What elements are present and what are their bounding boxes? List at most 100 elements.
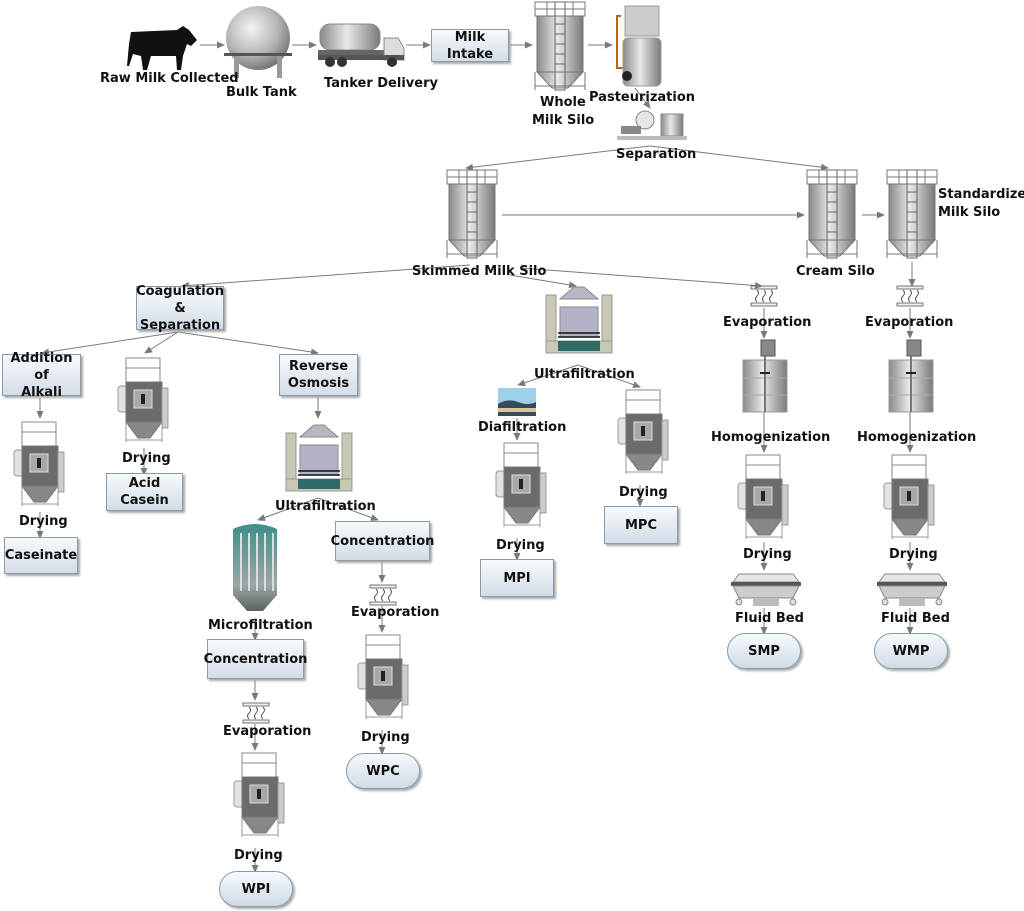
box-acid-casein[interactable]: Acid Casein <box>106 473 183 511</box>
box-label: Concentration <box>330 533 435 549</box>
evaporator-icon <box>750 285 778 307</box>
whole-milk-silo-icon <box>534 1 586 91</box>
product-wmp[interactable]: WMP <box>874 633 948 669</box>
arrow <box>465 145 651 171</box>
label-whole-milk-silo-line2: Milk Silo <box>532 113 595 128</box>
diafiltration-icon <box>498 388 536 416</box>
tanker-truck-icon <box>318 23 405 67</box>
label-evaporation: Evaporation <box>351 605 440 620</box>
arrow <box>317 497 379 521</box>
label-separation: Separation <box>616 147 697 162</box>
arrow <box>634 87 651 109</box>
label-drying: Drying <box>361 730 410 745</box>
label-homogenization: Homogenization <box>857 430 977 445</box>
bulk-tank-icon <box>224 6 292 78</box>
label-drying: Drying <box>496 538 545 553</box>
box-concentration[interactable]: Concentration <box>331 521 434 561</box>
box-label: Coagulation <box>136 283 224 299</box>
label-fluid-bed: Fluid Bed <box>735 611 804 626</box>
label-drying: Drying <box>234 848 283 863</box>
label-drying: Drying <box>619 485 668 500</box>
label-diafiltration: Diafiltration <box>478 420 567 435</box>
fluid-bed-icon <box>876 573 948 607</box>
box-caseinate[interactable]: Caseinate <box>4 537 78 574</box>
box-label: Concentration <box>203 651 308 667</box>
label-tanker-delivery: Tanker Delivery <box>324 76 438 91</box>
homogenizer-icon <box>888 339 934 413</box>
product-wpc[interactable]: WPC <box>346 753 420 789</box>
label-skimmed-milk-silo: Skimmed Milk Silo <box>412 264 547 279</box>
fluid-bed-icon <box>730 573 802 607</box>
homogenizer-icon <box>742 339 788 413</box>
pasteurizer-icon <box>616 5 662 87</box>
box-reverse-osmosis[interactable]: Reverse Osmosis <box>279 354 358 396</box>
label-drying: Drying <box>743 547 792 562</box>
dryer-icon <box>13 421 65 507</box>
label-homogenization: Homogenization <box>711 430 831 445</box>
ultrafiltration-icon <box>285 424 353 492</box>
product-label: WPC <box>366 763 400 779</box>
box-label: Acid Casein <box>120 476 169 508</box>
arrow <box>509 274 577 289</box>
evaporator-icon <box>896 285 924 307</box>
label-bulk-tank: Bulk Tank <box>226 85 297 100</box>
product-smp[interactable]: SMP <box>727 633 801 669</box>
box-label: Reverse <box>288 359 349 374</box>
product-wpi[interactable]: WPI <box>219 871 293 907</box>
label-fluid-bed: Fluid Bed <box>881 611 950 626</box>
product-label: WPI <box>241 881 271 897</box>
box-addition-of-alkali[interactable]: Addition of Alkali <box>2 351 81 400</box>
cream-silo-icon <box>806 169 858 259</box>
cow-icon <box>127 26 197 70</box>
dryer-icon <box>617 389 669 475</box>
label-evaporation: Evaporation <box>723 315 812 330</box>
label-cream-silo: Cream Silo <box>796 264 875 279</box>
label-raw-milk-collected: Raw Milk Collected <box>100 71 239 86</box>
arrow <box>177 331 319 356</box>
label-whole-milk-silo-line1: Whole <box>540 95 586 110</box>
arrow <box>577 364 641 388</box>
label-standardized-line1: Standardized <box>938 187 1024 202</box>
evaporator-icon <box>242 702 270 724</box>
arrow <box>649 145 829 171</box>
box-label: Milk Intake <box>446 29 494 62</box>
box-label: & Separation <box>139 300 221 333</box>
dryer-icon <box>883 454 935 540</box>
box-concentration[interactable]: Concentration <box>204 639 307 679</box>
label-microfiltration: Microfiltration <box>208 618 313 633</box>
label-drying: Drying <box>122 451 171 466</box>
arrow <box>519 267 763 289</box>
box-mpi[interactable]: MPI <box>480 559 554 597</box>
dryer-icon <box>737 454 789 540</box>
arrow <box>257 497 319 521</box>
label-ultrafiltration: Ultrafiltration <box>275 499 376 514</box>
dryer-icon <box>117 357 169 443</box>
arrow <box>517 364 579 387</box>
skimmed-milk-silo-icon <box>446 169 498 259</box>
box-mpc[interactable]: MPC <box>604 506 678 544</box>
box-label: Addition of <box>10 350 73 383</box>
box-milk-intake[interactable]: Milk Intake <box>431 29 509 62</box>
arrow <box>144 331 179 354</box>
box-coagulation-separation[interactable]: Coagulation & Separation <box>136 283 224 333</box>
box-label: MPI <box>503 570 531 586</box>
dryer-icon <box>357 634 409 720</box>
label-pasteurization: Pasteurization <box>589 90 696 105</box>
product-label: SMP <box>748 643 780 659</box>
label-drying: Drying <box>889 547 938 562</box>
label-ultrafiltration: Ultrafiltration <box>534 367 635 382</box>
arrow <box>41 331 179 356</box>
arrow <box>181 264 471 289</box>
box-label: Osmosis <box>287 376 350 391</box>
label-standardized-line2: Milk Silo <box>938 205 1001 220</box>
label-drying: Drying <box>19 514 68 529</box>
dryer-icon <box>233 752 285 838</box>
box-label: Caseinate <box>4 548 78 563</box>
box-label: Alkali <box>21 384 62 400</box>
evaporator-icon <box>369 584 397 606</box>
separator-icon <box>617 110 687 140</box>
box-label: MPC <box>624 517 657 533</box>
dryer-icon <box>495 442 547 528</box>
